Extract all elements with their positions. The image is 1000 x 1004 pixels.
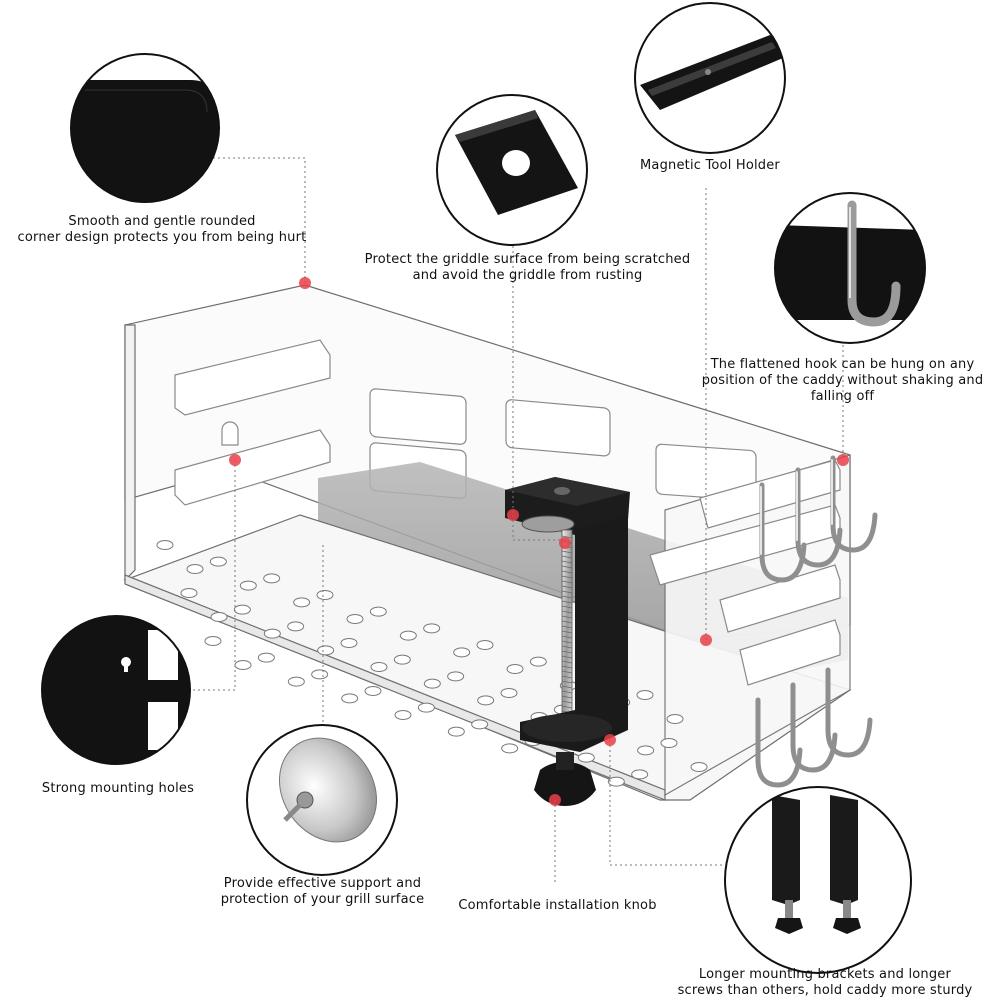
red-markers <box>229 277 849 806</box>
floor-hole <box>666 714 684 724</box>
caption-flattened-hook: The flattened hook can be hung on any po… <box>701 357 984 404</box>
floor-hole <box>239 580 257 591</box>
floor-hole <box>500 688 518 698</box>
floor-hole <box>316 590 334 600</box>
detail-magnetic-holder <box>634 2 786 154</box>
detail-rounded-corner <box>70 53 220 203</box>
hook-set-upper <box>759 455 878 583</box>
caption-grill-support: Provide effective support and protection… <box>220 876 425 907</box>
floor-hole <box>636 690 654 700</box>
floor-hole <box>476 640 494 650</box>
caption-installation-knob: Comfortable installation knob <box>458 898 657 913</box>
caption-longer-brackets: Longer mounting brackets and longer scre… <box>677 967 973 998</box>
caption-mounting-holes: Strong mounting holes <box>41 781 195 796</box>
floor-hole <box>506 664 524 674</box>
floor-hole <box>346 614 364 624</box>
floor-hole <box>340 638 358 648</box>
caddy-body <box>123 284 852 801</box>
floor-hole <box>690 762 708 772</box>
detail-brackets <box>724 786 912 974</box>
floor-hole <box>423 678 441 689</box>
hook-set-upper-highlight <box>760 459 833 555</box>
floor-hole <box>370 662 388 672</box>
floor-hole <box>423 623 441 634</box>
floor-hole <box>637 745 655 756</box>
caption-magnetic-holder: Magnetic Tool Holder <box>640 158 780 173</box>
floor-hole <box>501 743 519 754</box>
floor-hole <box>447 726 465 737</box>
floor-hole <box>607 776 625 787</box>
caption-griddle-protect: Protect the griddle surface from being s… <box>364 252 691 283</box>
floor-hole <box>156 540 174 550</box>
floor-hole <box>453 647 471 658</box>
floor-hole <box>317 645 335 656</box>
floor-hole <box>477 695 495 706</box>
floor-hole <box>660 738 678 748</box>
floor-hole <box>257 652 275 663</box>
hook-set-lower <box>755 667 873 788</box>
detail-mounting-holes <box>41 615 191 765</box>
floor-hole <box>287 676 305 687</box>
floor-hole <box>447 671 465 682</box>
floor-hole <box>209 556 227 567</box>
detail-griddle-pad <box>436 94 588 246</box>
detail-support-disc <box>246 724 398 876</box>
floor-hole <box>399 630 417 641</box>
floor-hole <box>577 752 595 763</box>
floor-hole <box>417 702 435 713</box>
floor-hole <box>234 660 252 670</box>
floor-hole <box>180 588 198 598</box>
floor-hole <box>369 606 387 617</box>
detail-flattened-hook <box>774 192 926 344</box>
c-clamp <box>505 477 630 806</box>
floor-hole <box>394 710 412 720</box>
floor-hole <box>293 597 311 608</box>
floor-hole <box>471 719 489 730</box>
floor-hole <box>341 693 359 704</box>
floor-hole <box>210 612 228 622</box>
floor-hole <box>631 769 649 780</box>
floor-hole <box>529 656 547 667</box>
floor-hole <box>393 654 411 665</box>
caption-rounded-corner: Smooth and gentle rounded corner design … <box>17 214 307 245</box>
floor-hole <box>263 628 281 639</box>
floor-hole <box>311 669 329 680</box>
floor-hole <box>287 621 305 632</box>
floor-hole <box>263 573 281 584</box>
floor-hole <box>204 636 222 646</box>
floor-hole <box>233 604 251 615</box>
floor-hole <box>364 686 382 696</box>
floor-hole <box>186 564 204 574</box>
leader-lines <box>190 157 844 885</box>
